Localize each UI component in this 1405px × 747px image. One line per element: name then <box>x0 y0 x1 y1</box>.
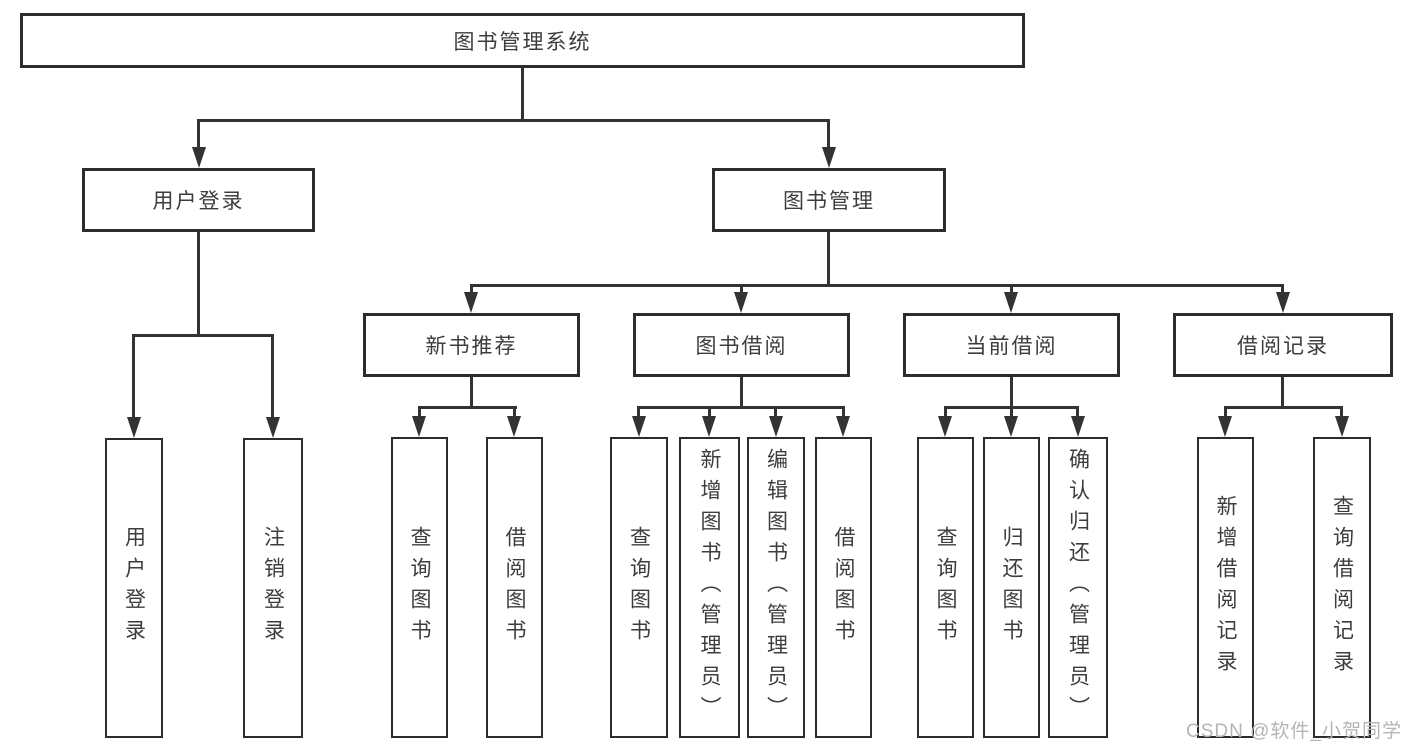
connector-drop <box>1010 406 1013 417</box>
leaf-current-confirm-return-admin: 确认归还（管理员） <box>1048 437 1108 738</box>
arrow-down-icon <box>1071 416 1085 437</box>
connector-drop <box>774 406 777 417</box>
connector-new-books-stem <box>470 377 473 408</box>
leaf-user-login: 用户登录 <box>105 438 163 738</box>
leaf-label: 确认归还（管理员） <box>1066 448 1090 727</box>
arrow-down-icon <box>412 416 426 437</box>
arrow-down-icon <box>1335 416 1349 437</box>
arrow-down-icon <box>1004 292 1018 313</box>
leaf-new-books-query-books: 查询图书 <box>391 437 448 738</box>
connector-drop <box>708 406 711 417</box>
connector-root-stem <box>521 68 524 121</box>
connector-drop <box>1010 284 1013 294</box>
connector-user-login-branch <box>132 334 274 337</box>
leaf-label: 用户登录 <box>122 526 146 650</box>
arrow-down-icon <box>734 292 748 313</box>
arrow-down-icon <box>836 416 850 437</box>
connector-drop <box>132 334 135 419</box>
connector-drop <box>944 406 947 417</box>
leaf-label: 编辑图书（管理员） <box>764 448 788 727</box>
csdn-watermark: CSDN @软件_小贺同学 <box>1186 721 1402 742</box>
node-label: 图书管理系统 <box>453 30 592 54</box>
arrow-down-icon <box>127 417 141 438</box>
connector-drop <box>418 406 421 417</box>
leaf-label: 查询图书 <box>408 525 431 650</box>
arrow-down-icon <box>464 292 478 313</box>
node-label: 新书推荐 <box>425 335 518 358</box>
leaf-borrow-add-books-admin: 新增图书（管理员） <box>679 437 740 738</box>
connector-drop <box>1340 406 1343 417</box>
node-new-book-recommendation: 新书推荐 <box>363 313 580 377</box>
node-label: 用户登录 <box>152 190 245 213</box>
leaf-label: 查询图书 <box>934 525 957 650</box>
leaf-current-return-books: 归还图书 <box>983 437 1040 738</box>
arrow-down-icon <box>1004 416 1018 437</box>
leaf-label: 归还图书 <box>1000 525 1023 650</box>
node-label: 图书管理 <box>783 190 875 213</box>
arrow-down-icon <box>702 416 716 437</box>
leaf-label: 借阅图书 <box>503 525 526 650</box>
connector-drop <box>1224 406 1227 417</box>
connector-drop <box>1076 406 1079 417</box>
node-borrowing-records: 借阅记录 <box>1173 313 1393 377</box>
node-label: 图书借阅 <box>695 335 788 358</box>
leaf-label: 注销登录 <box>261 526 285 650</box>
node-book-management: 图书管理 <box>712 168 946 232</box>
node-label: 借阅记录 <box>1237 335 1329 358</box>
connector-book-mgmt-stem <box>827 232 830 287</box>
connector-user-login-stem <box>197 232 200 336</box>
connector-drop-user-login <box>197 119 200 149</box>
leaf-label: 查询图书 <box>627 525 651 650</box>
arrow-down-icon <box>769 416 783 437</box>
connector-drop <box>513 406 516 417</box>
connector-records-branch <box>1224 406 1343 409</box>
leaf-borrow-query-books: 查询图书 <box>610 437 668 738</box>
connector-borrow-branch <box>637 406 845 409</box>
connector-drop <box>470 284 473 294</box>
arrow-down-icon <box>507 416 521 437</box>
node-current-borrowing: 当前借阅 <box>903 313 1120 377</box>
connector-drop <box>740 284 743 294</box>
leaf-records-query-record: 查询借阅记录 <box>1313 437 1371 738</box>
connector-drop <box>271 334 274 419</box>
connector-borrow-stem <box>740 377 743 408</box>
leaf-borrow-edit-books-admin: 编辑图书（管理员） <box>747 437 805 738</box>
leaf-label: 新增借阅记录 <box>1214 494 1237 681</box>
connector-book-mgmt-branch <box>470 284 1284 287</box>
leaf-borrow-borrow-books: 借阅图书 <box>815 437 872 738</box>
arrow-down-icon <box>1218 416 1232 437</box>
leaf-new-books-borrow-books: 借阅图书 <box>486 437 543 738</box>
arrow-down-icon <box>822 147 836 168</box>
arrow-down-icon <box>938 416 952 437</box>
connector-drop <box>637 406 640 417</box>
connector-drop-book-mgmt <box>827 119 830 149</box>
connector-records-stem <box>1281 377 1284 408</box>
connector-drop <box>1281 284 1284 294</box>
connector-root-branch <box>197 119 830 122</box>
leaf-label: 借阅图书 <box>832 525 855 650</box>
connector-drop <box>842 406 845 417</box>
node-book-borrowing: 图书借阅 <box>633 313 850 377</box>
node-library-management-system: 图书管理系统 <box>20 13 1025 68</box>
arrow-down-icon <box>266 417 280 438</box>
arrow-down-icon <box>192 147 206 168</box>
leaf-label: 新增图书（管理员） <box>698 448 721 727</box>
node-user-login: 用户登录 <box>82 168 315 232</box>
connector-current-stem <box>1010 377 1013 408</box>
leaf-records-add-record: 新增借阅记录 <box>1197 437 1254 738</box>
node-label: 当前借阅 <box>965 335 1058 358</box>
connector-new-books-branch <box>418 406 517 409</box>
arrow-down-icon <box>1276 292 1290 313</box>
arrow-down-icon <box>632 416 646 437</box>
leaf-label: 查询借阅记录 <box>1330 494 1354 681</box>
leaf-logout: 注销登录 <box>243 438 303 738</box>
leaf-current-query-books: 查询图书 <box>917 437 974 738</box>
